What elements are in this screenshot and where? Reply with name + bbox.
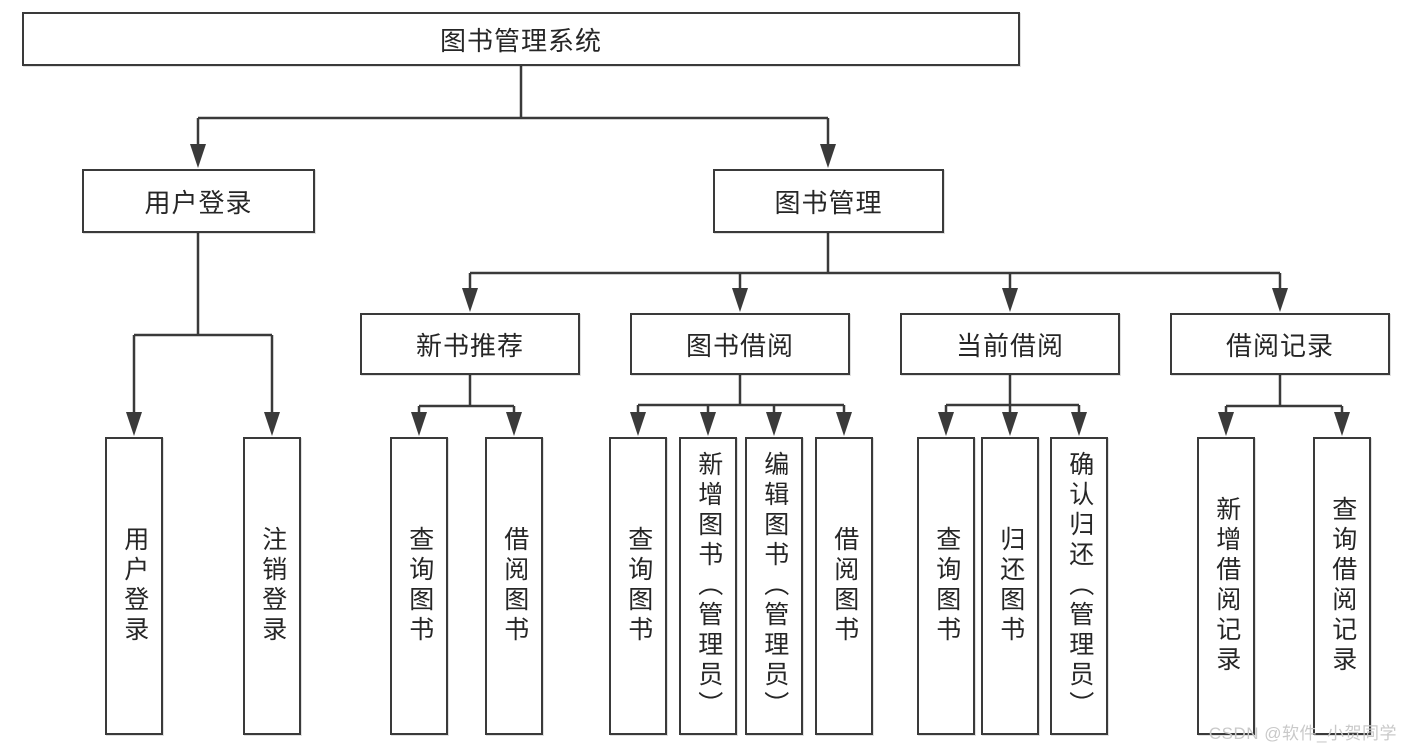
leaf-record-add: 新增借阅记录 — [1197, 437, 1255, 735]
arrow-down-icon — [700, 412, 716, 436]
leaf-record-query-label: 查询借阅记录 — [1328, 496, 1357, 676]
arrow-down-icon — [766, 412, 782, 436]
leaf-borrow-query-label: 查询图书 — [624, 526, 653, 646]
node-borrow-record-label: 借阅记录 — [1225, 330, 1334, 361]
arrow-down-icon — [1002, 412, 1018, 436]
node-new-book-recommend: 新书推荐 — [360, 313, 580, 375]
leaf-logout: 注销登录 — [243, 437, 301, 735]
leaf-borrow-add-admin-label: 新增图书（管理员） — [694, 451, 723, 721]
arrow-down-icon — [126, 412, 142, 436]
node-book-manage-label: 图书管理 — [774, 187, 883, 218]
leaf-record-query: 查询借阅记录 — [1313, 437, 1371, 735]
leaf-newbook-query-label: 查询图书 — [405, 526, 434, 646]
node-book-borrow: 图书借阅 — [630, 313, 850, 375]
arrow-down-icon — [938, 412, 954, 436]
arrow-down-icon — [1002, 288, 1018, 312]
node-user-login-label: 用户登录 — [144, 187, 253, 218]
leaf-borrow-edit-admin: 编辑图书（管理员） — [745, 437, 803, 735]
leaf-borrow-book: 借阅图书 — [815, 437, 873, 735]
node-book-borrow-label: 图书借阅 — [685, 330, 794, 361]
arrow-down-icon — [630, 412, 646, 436]
node-root-label: 图书管理系统 — [439, 25, 602, 56]
arrow-down-icon — [264, 412, 280, 436]
leaf-borrow-add-admin: 新增图书（管理员） — [679, 437, 737, 735]
node-user-login: 用户登录 — [82, 169, 315, 233]
node-current-borrow-label: 当前借阅 — [955, 330, 1064, 361]
node-new-book-recommend-label: 新书推荐 — [415, 330, 524, 361]
leaf-current-confirm-admin-label: 确认归还（管理员） — [1065, 451, 1094, 721]
arrow-down-icon — [1071, 412, 1087, 436]
arrow-down-icon — [732, 288, 748, 312]
leaf-record-add-label: 新增借阅记录 — [1212, 496, 1241, 676]
leaf-current-confirm-admin: 确认归还（管理员） — [1050, 437, 1108, 735]
leaf-newbook-borrow: 借阅图书 — [485, 437, 543, 735]
arrow-down-icon — [190, 144, 206, 168]
leaf-newbook-borrow-label: 借阅图书 — [500, 526, 529, 646]
leaf-current-return-label: 归还图书 — [996, 526, 1025, 646]
leaf-user-login-label: 用户登录 — [120, 526, 149, 646]
leaf-current-query: 查询图书 — [917, 437, 975, 735]
csdn-watermark: CSDN @软件_小贺同学 — [1208, 724, 1397, 743]
arrow-down-icon — [820, 144, 836, 168]
arrow-down-icon — [836, 412, 852, 436]
node-current-borrow: 当前借阅 — [900, 313, 1120, 375]
arrow-down-icon — [411, 412, 427, 436]
arrow-down-icon — [462, 288, 478, 312]
leaf-logout-label: 注销登录 — [258, 526, 287, 646]
leaf-borrow-query: 查询图书 — [609, 437, 667, 735]
arrow-down-icon — [1272, 288, 1288, 312]
arrow-down-icon — [506, 412, 522, 436]
node-borrow-record: 借阅记录 — [1170, 313, 1390, 375]
leaf-borrow-book-label: 借阅图书 — [830, 526, 859, 646]
node-root: 图书管理系统 — [22, 12, 1020, 66]
leaf-newbook-query: 查询图书 — [390, 437, 448, 735]
leaf-borrow-edit-admin-label: 编辑图书（管理员） — [760, 451, 789, 721]
arrow-down-icon — [1334, 412, 1350, 436]
leaf-user-login: 用户登录 — [105, 437, 163, 735]
leaf-current-return: 归还图书 — [981, 437, 1039, 735]
arrow-down-icon — [1218, 412, 1234, 436]
leaf-current-query-label: 查询图书 — [932, 526, 961, 646]
node-book-manage: 图书管理 — [713, 169, 944, 233]
